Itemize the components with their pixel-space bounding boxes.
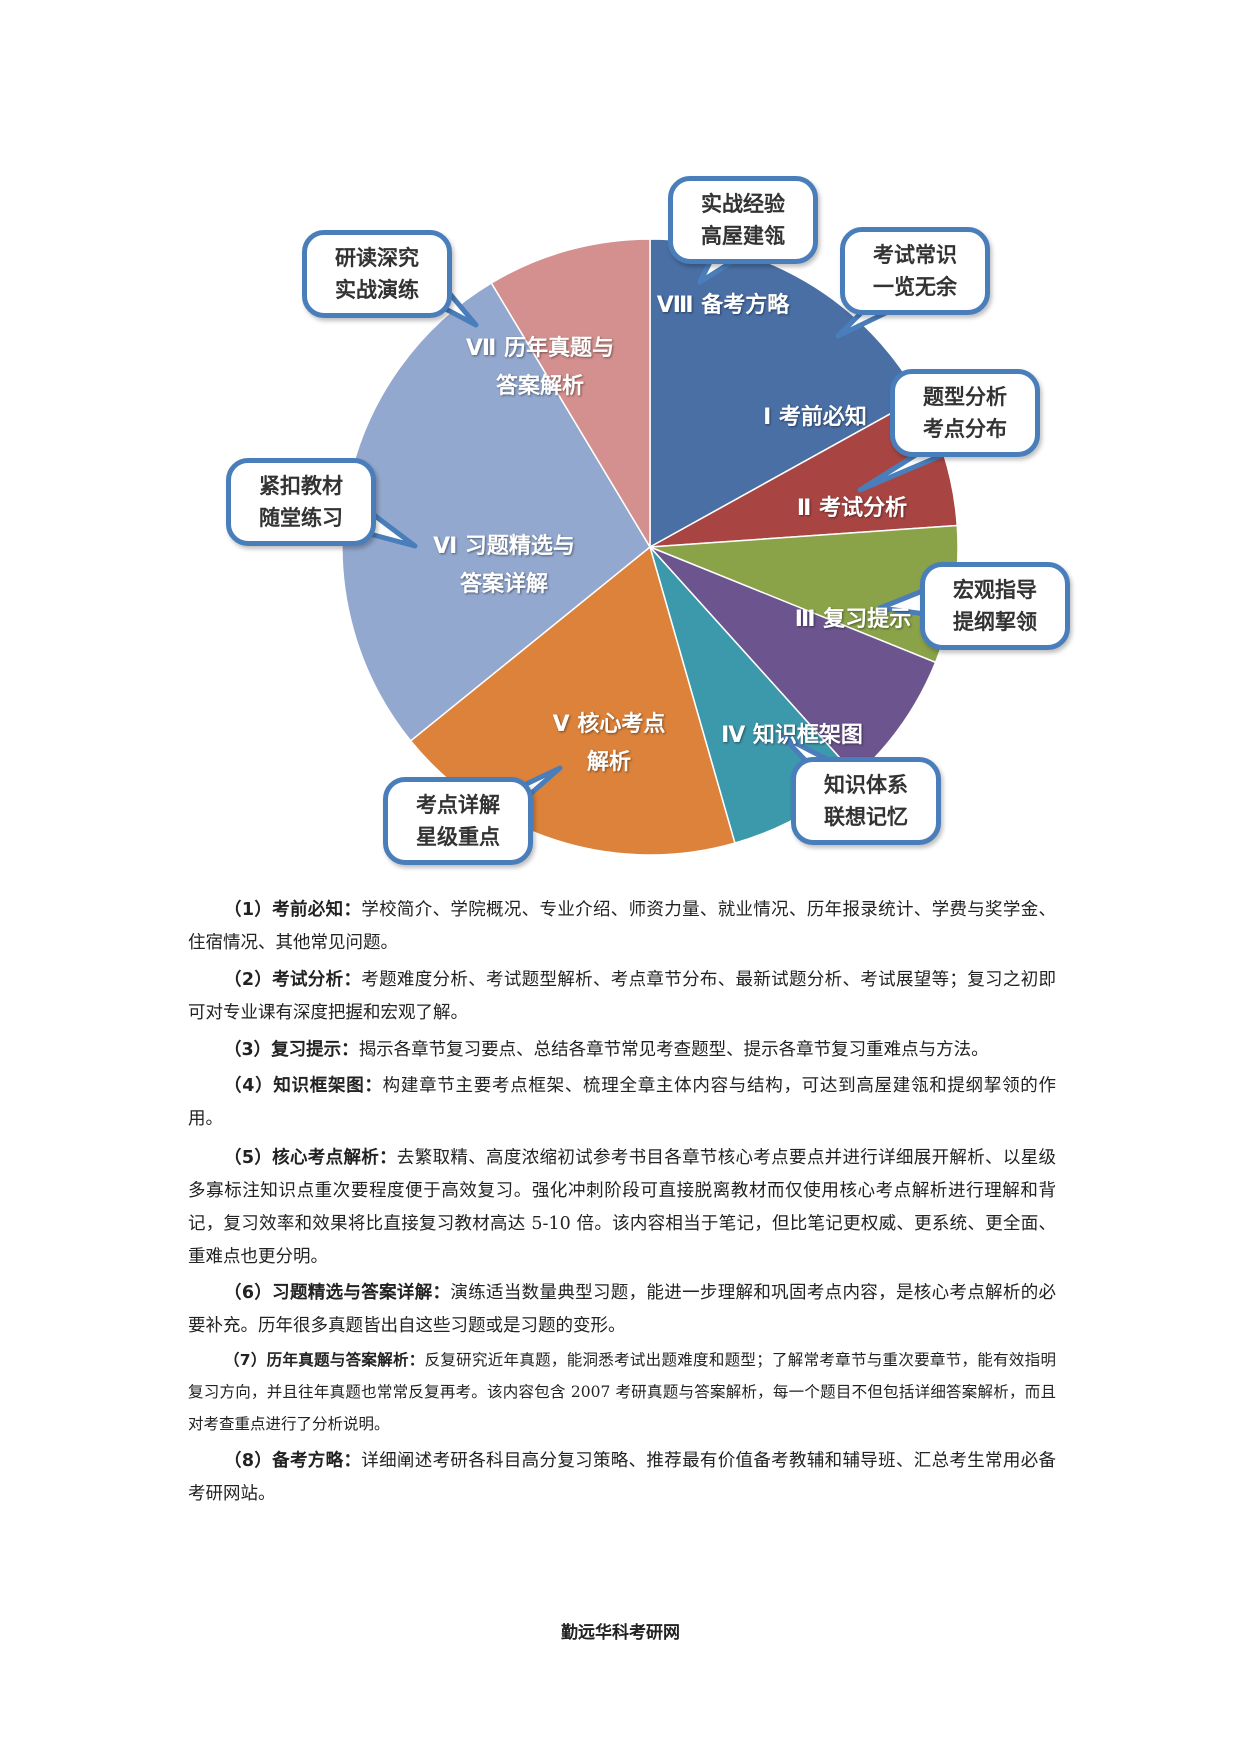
callout-c3: 宏观指导提纲挈领 [920, 562, 1070, 650]
paragraph-2: （2）考试分析：考题难度分析、考试题型解析、考点章节分布、最新试题分析、考试展望… [188, 970, 1057, 1023]
callout-c1: 考试常识一览无余 [840, 227, 990, 315]
segment-label-s2: Ⅱ 考试分析 [796, 496, 908, 521]
pie-svg [341, 238, 959, 856]
paragraph-6: （6）习题精选与答案详解：演练适当数量典型习题，能进一步理解和巩固考点内容，是核… [188, 1283, 1057, 1336]
paragraph-8: （8）备考方略：详细阐述考研各科目高分复习策略、推荐最有价值备考教辅和辅导班、汇… [188, 1451, 1057, 1504]
paragraph-4: （4）知识框架图：构建章节主要考点框架、梳理全章主体内容与结构，可达到高屋建瓴和… [188, 1076, 1057, 1129]
segment-label-s6: Ⅵ 习题精选与答案详解 [433, 534, 575, 597]
callout-c2: 题型分析考点分布 [890, 369, 1040, 457]
callout-c4: 知识体系联想记忆 [791, 757, 941, 845]
callout-c5: 考点详解星级重点 [383, 777, 533, 865]
paragraph-3: （3）复习提示：揭示各章节复习要点、总结各章节常见考查题型、提示各章节复习重难点… [224, 1040, 989, 1060]
segment-label-s7: Ⅶ 历年真题与答案解析 [465, 336, 615, 399]
study-plan-pie-diagram: Ⅷ 备考方略 Ⅰ 考前必知 Ⅱ 考试分析 Ⅲ 复习提示 Ⅳ 知识框架图 Ⅴ 核心… [226, 176, 1070, 865]
paragraph-1: （1）考前必知：学校简介、学院概况、专业介绍、师资力量、就业情况、历年报录统计、… [188, 900, 1057, 953]
paragraph-5: （5）核心考点解析：去繁取精、高度浓缩初试参考书目各章节核心考点要点并进行详细展… [188, 1148, 1057, 1267]
pie-slice-s7 [490, 238, 651, 550]
segment-label-s5: Ⅴ 核心考点解析 [552, 712, 666, 775]
callout-c6: 紧扣教材随堂练习 [226, 458, 376, 546]
callout-c7: 研读深究实战演练 [302, 230, 452, 318]
segment-label-s4: Ⅳ 知识框架图 [721, 723, 863, 748]
segment-label-s1: Ⅰ 考前必知 [763, 405, 867, 430]
callout-c8: 实战经验高屋建瓴 [668, 176, 818, 264]
segment-label-s3: Ⅲ 复习提示 [794, 607, 912, 632]
page-footer: 勤远华科考研网 [561, 1623, 680, 1643]
segment-label-s8: Ⅷ 备考方略 [656, 293, 790, 318]
paragraph-7: （7）历年真题与答案解析：反复研究近年真题，能洞悉考试出题难度和题型；了解常考章… [188, 1351, 1056, 1433]
